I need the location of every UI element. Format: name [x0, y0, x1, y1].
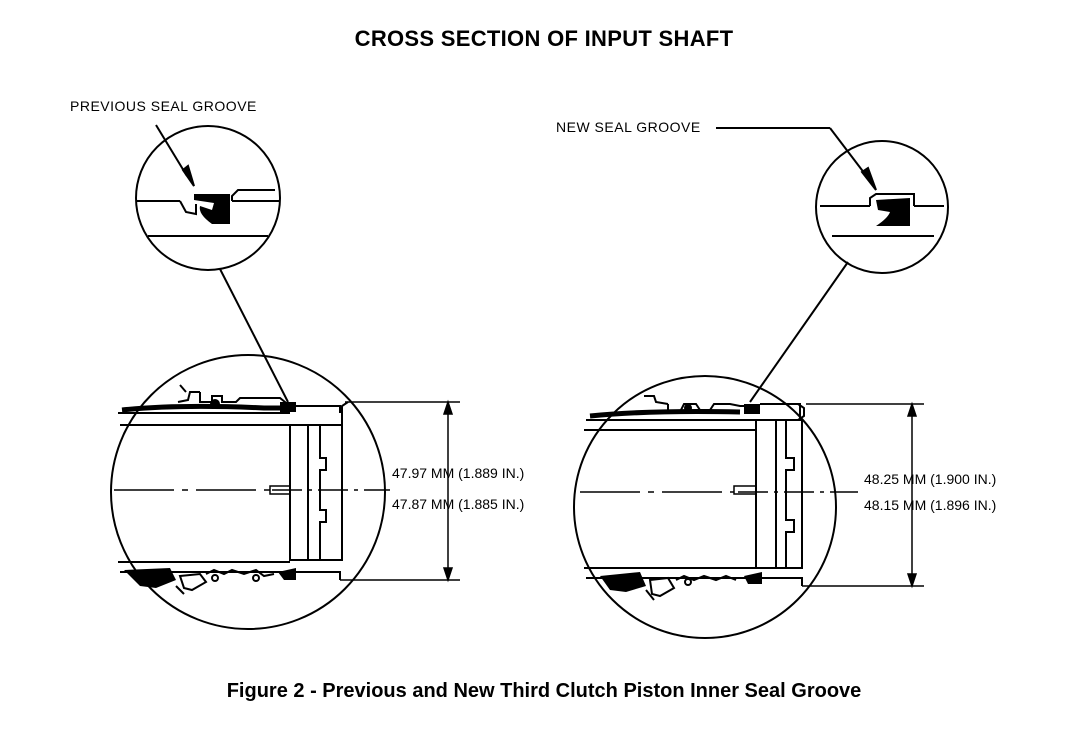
left-detail-circle: [135, 125, 281, 271]
right-leader-line: [749, 261, 849, 403]
right-callout-arrow: [716, 127, 877, 191]
right-dimension-min: 48.15 MM (1.896 IN.): [864, 497, 997, 513]
previous-seal-shape: [194, 194, 230, 224]
left-dimension-max: 47.97 MM (1.889 IN.): [392, 465, 525, 481]
right-detail-circle: [815, 140, 949, 274]
left-leader-line: [219, 268, 289, 403]
left-callout-arrow: [155, 124, 195, 187]
new-seal-groove-label: NEW SEAL GROOVE: [556, 119, 701, 135]
figure-caption: Figure 2 - Previous and New Third Clutch…: [226, 680, 862, 702]
left-dimension: [272, 399, 460, 583]
right-dimension: [738, 401, 924, 589]
right-dimension-max: 48.25 MM (1.900 IN.): [864, 471, 997, 487]
left-shaft-circle: [110, 354, 386, 630]
right-shaft-circle: [573, 375, 837, 639]
previous-seal-groove-label: PREVIOUS SEAL GROOVE: [70, 98, 257, 114]
left-dimension-min: 47.87 MM (1.885 IN.): [392, 496, 525, 512]
diagram-title: CROSS SECTION OF INPUT SHAFT: [354, 26, 734, 51]
new-seal-shape: [876, 198, 910, 226]
